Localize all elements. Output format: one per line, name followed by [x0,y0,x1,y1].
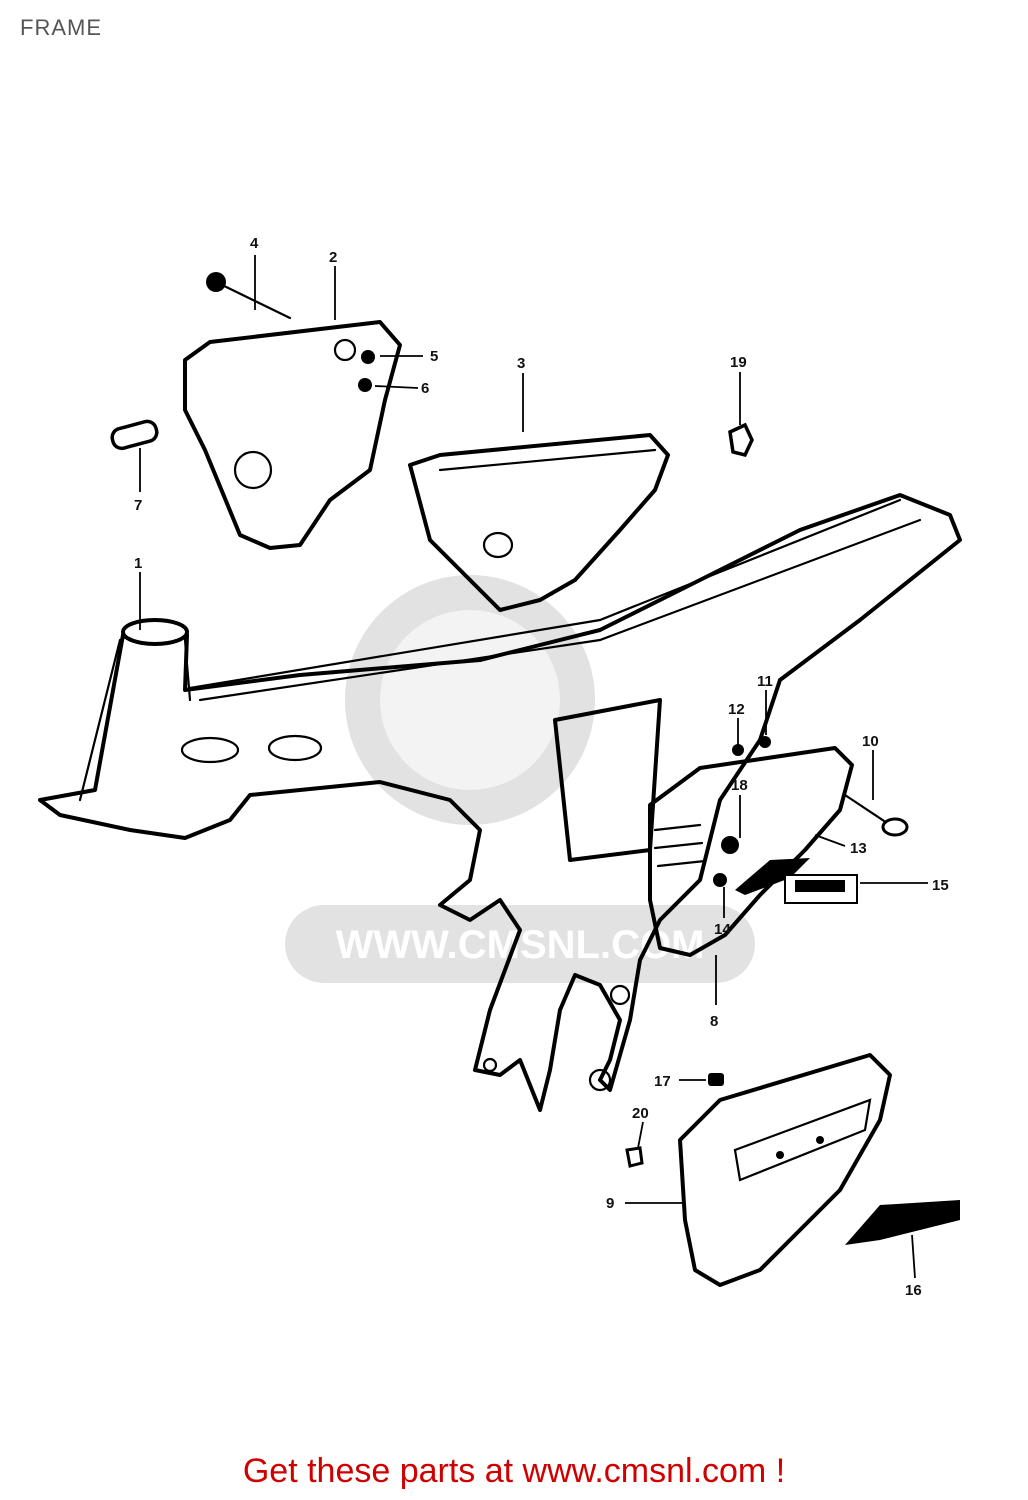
callout-14: 14 [714,921,731,938]
callout-5: 5 [430,348,438,365]
callout-4: 4 [250,235,259,252]
grommet-6 [358,378,372,392]
screw-4 [206,272,292,320]
callout-6: 6 [421,380,429,397]
cap-19 [728,422,754,458]
watermark: WWW.CMSNL.COM [285,575,755,983]
callout-18: 18 [731,777,748,794]
emblem-16 [845,1200,960,1245]
page-title: FRAME [20,15,102,40]
main-frame [38,493,962,1112]
grommet-5 [361,350,375,364]
callout-labels: 1 2 3 4 5 6 7 8 9 10 11 12 13 14 15 16 1… [134,235,949,1299]
callout-3: 3 [517,355,525,372]
part-11 [759,736,771,748]
callout-2: 2 [329,249,337,266]
callout-17: 17 [654,1073,671,1090]
frame-parts-diagram: WWW.CMSNL.COM [38,235,962,1299]
callout-15: 15 [932,877,949,894]
part-14 [713,873,727,887]
callout-19: 19 [730,354,747,371]
screw-10 [843,793,909,837]
callout-7: 7 [134,497,142,514]
part-12 [732,744,744,756]
emblem-13 [735,858,810,895]
callout-16: 16 [905,1282,922,1299]
callout-10: 10 [862,733,879,750]
side-cover-2 [183,320,402,550]
leader-lines [139,255,928,1279]
footer-link[interactable]: Get these parts at www.cmsnl.com ! [242,1452,786,1490]
cover-3 [408,433,670,612]
callout-11: 11 [757,673,773,690]
emblem-7 [110,419,159,451]
callout-13: 13 [850,840,867,857]
part-20 [625,1146,644,1168]
callout-9: 9 [606,1195,614,1212]
callout-20: 20 [632,1105,649,1122]
frame-cover-9 [678,1053,892,1287]
callout-1: 1 [134,555,142,572]
callout-12: 12 [728,701,745,718]
callout-8: 8 [710,1013,718,1030]
emblem-15 [784,874,858,904]
part-17 [708,1073,724,1086]
